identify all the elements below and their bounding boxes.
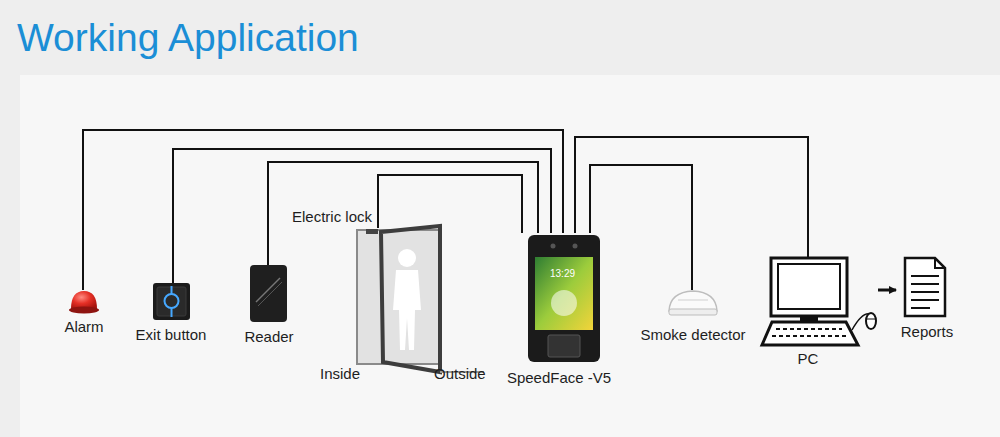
device-label: Outside [434, 365, 486, 383]
reports-node: Reports [896, 258, 958, 342]
device-label: Inside [320, 365, 360, 383]
device-label: Exit button [136, 326, 207, 344]
wire [173, 149, 551, 283]
report-icon [905, 258, 945, 316]
reader-node: Reader [241, 265, 296, 347]
alarm-node: Alarm [61, 290, 106, 338]
device-label: Smoke detector [640, 326, 745, 344]
device-label: Electric lock [292, 208, 372, 226]
smoke-detector-node: Smoke detector [638, 290, 750, 346]
alarm-icon [69, 291, 99, 314]
wire [268, 162, 538, 265]
arrow [878, 289, 896, 292]
speedface-node: SpeedFace -V5 [504, 233, 614, 389]
exit-button-node: Exit button [132, 283, 210, 345]
reader-icon [250, 265, 287, 322]
device-label: Reader [244, 328, 293, 346]
wire [83, 130, 563, 290]
speedface-icon [528, 235, 600, 362]
device-label: PC [798, 350, 819, 368]
exit-button-icon [153, 283, 190, 320]
wire [590, 165, 692, 290]
screen-time: 13:29 [550, 268, 575, 280]
pc-icon [762, 258, 876, 345]
smoke-detector-icon [669, 291, 717, 315]
device-label: SpeedFace -V5 [507, 369, 611, 387]
device-label: Alarm [64, 318, 103, 336]
wire [575, 137, 808, 258]
door-icon [357, 226, 484, 372]
device-label: Reports [901, 323, 954, 341]
diagram-title: Working Application [17, 14, 359, 62]
panel [20, 75, 1000, 437]
pc-node: PC [760, 258, 878, 370]
door-node: Electric lockInsideOutside [300, 228, 492, 386]
wire [378, 175, 522, 233]
